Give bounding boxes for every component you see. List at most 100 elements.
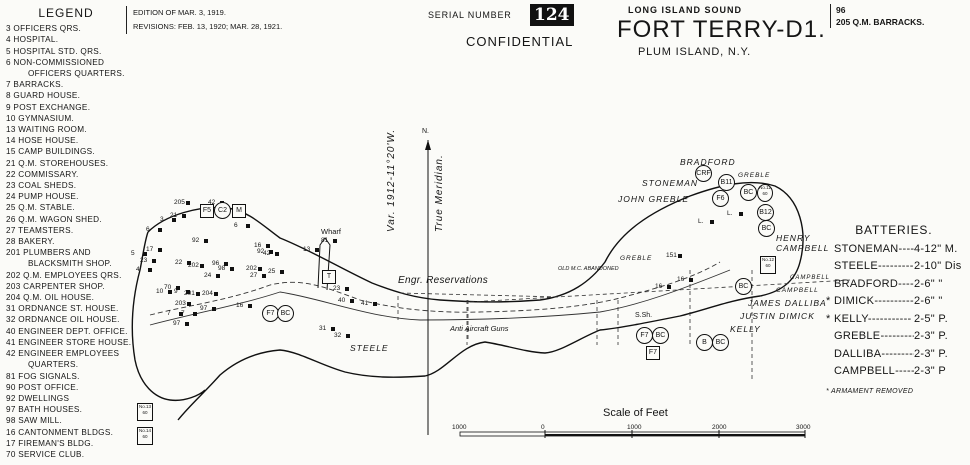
building-marker xyxy=(214,292,218,296)
scale-tick-label: 3000 xyxy=(796,424,811,431)
building-marker xyxy=(158,228,162,232)
building-number: 97 xyxy=(173,320,181,327)
legend-item: 9 POST EXCHANGE. xyxy=(6,102,91,112)
building-marker xyxy=(350,299,354,303)
campbell-label-2: CAMPBELL xyxy=(776,287,819,294)
building-number: 16 xyxy=(677,276,685,283)
scale-tick-label: 2000 xyxy=(712,424,727,431)
battery-row: *DIMICK-----------2-6" " xyxy=(826,293,962,311)
building-number: 97 xyxy=(200,305,208,312)
legend-item: 23 COAL SHEDS. xyxy=(6,181,77,191)
battery-row: STONEMAN-----------4-12" M. xyxy=(826,241,962,259)
building-marker xyxy=(266,244,270,248)
building-number: 23 xyxy=(333,285,341,292)
legend-item: 31 ORDNANCE ST. HOUSE. xyxy=(6,304,119,314)
legend-item: 26 Q.M. WAGON SHED. xyxy=(6,214,102,224)
campbell-label: CAMPBELL xyxy=(790,275,831,281)
building-number: 10 xyxy=(156,288,164,295)
battery-armament: 2-6" " xyxy=(914,295,943,307)
battery-armament: 4-12" M. xyxy=(914,242,958,255)
building-number: 151 xyxy=(666,252,677,259)
building-number: 205 xyxy=(174,199,185,206)
fire-control-symbol: C2 xyxy=(214,202,231,219)
legend: LEGEND 3 OFFICERS QRS.4 HOSPITAL.5 HOSPI… xyxy=(6,6,156,460)
battery-row: GREBLE-----------2-3" P. xyxy=(826,328,962,346)
john-greble-label: JOHN GREBLE xyxy=(618,194,689,204)
fire-control-symbol: BC xyxy=(735,278,752,295)
battery-armament: 2-3" P. xyxy=(914,330,948,342)
legend-item: 3 OFFICERS QRS. xyxy=(6,24,82,34)
building-number: 16 xyxy=(254,242,262,249)
searchlight-shelter-label: S.Sh. xyxy=(635,312,653,319)
legend-item: 81 FOG SIGNALS. xyxy=(6,371,80,381)
building-number: L. xyxy=(727,210,733,217)
scale-tick-label: 1000 xyxy=(627,424,642,431)
legend-item: 92 DWELLINGS xyxy=(6,393,70,403)
building-number: 41 xyxy=(361,300,369,307)
building-number: 40 xyxy=(338,297,346,304)
legend-item: 14 HOSE HOUSE. xyxy=(6,136,79,146)
james-dalliba-label: JAMES DALLIBA xyxy=(748,298,827,308)
battery-name: CAMPBELL----------- xyxy=(834,365,914,377)
fire-control-symbol: BC xyxy=(712,334,729,351)
location: PLUM ISLAND, N.Y. xyxy=(638,46,752,58)
wharf-label: Wharf xyxy=(321,227,342,236)
building-number: 24 xyxy=(204,272,212,279)
north-arrow-icon xyxy=(425,140,431,150)
engr-reservations-label: Engr. Reservations xyxy=(398,275,489,286)
building-marker xyxy=(212,307,216,311)
road-south xyxy=(149,269,731,326)
building-marker xyxy=(176,286,180,290)
building-number: 204 xyxy=(202,290,213,297)
legend-item: 4 HOSPITAL. xyxy=(6,35,59,45)
legend-item: OFFICERS QUARTERS. xyxy=(28,69,125,79)
building-marker xyxy=(246,224,250,228)
battery-armament: 2-3" P. xyxy=(914,347,948,360)
legend-item: 5 HOSPITAL STD. QRS. xyxy=(6,46,102,56)
fire-control-symbol: F5 xyxy=(200,204,214,218)
legend-title: LEGEND xyxy=(38,6,94,20)
battery-armament: 2-10" Dis xyxy=(914,260,962,272)
map-title: FORT TERRY-D1. xyxy=(617,16,826,43)
legend-item: 204 Q.M. OIL HOUSE. xyxy=(6,293,95,303)
building-marker xyxy=(152,259,156,263)
building-marker xyxy=(204,239,208,243)
variation-label: Var. 1912-11°20'W. xyxy=(386,128,397,232)
revisions: REVISIONS: FEB. 13, 1920; MAR. 28, 1921. xyxy=(133,22,283,31)
island-coastline xyxy=(131,181,804,421)
building-number: 31 xyxy=(319,325,327,332)
building-marker xyxy=(193,312,197,316)
battery-armament: 2-6" " xyxy=(914,277,943,290)
legend-item: 41 ENGINEER STORE HOUSE. xyxy=(6,337,132,347)
legend-item: 202 Q.M. EMPLOYEES QRS. xyxy=(6,270,122,280)
building-marker xyxy=(187,302,191,306)
building-marker xyxy=(315,248,319,252)
building-marker xyxy=(185,322,189,326)
batteries-table: BATTERIES. STONEMAN-----------4-12" M.ST… xyxy=(826,222,962,400)
building-number: L. xyxy=(698,218,704,225)
building-number: 70 xyxy=(164,284,172,291)
building-number: 42 xyxy=(263,250,271,257)
legend-item: 27 TEAMSTERS. xyxy=(6,225,74,235)
legend-item: 40 ENGINEER DEPT. OFFICE. xyxy=(6,326,128,336)
fire-control-symbol: No.11 60 xyxy=(757,184,773,202)
legend-item: 21 Q.M. STOREHOUSES. xyxy=(6,158,109,168)
building-number: 27 xyxy=(250,272,258,279)
north-label: N. xyxy=(422,128,429,135)
legend-item: 10 GYMNASIUM. xyxy=(6,113,75,123)
wharf xyxy=(317,237,331,291)
fire-control-symbol: No.12 60 xyxy=(760,256,776,274)
building-marker xyxy=(248,304,252,308)
building-marker xyxy=(186,201,190,205)
greble-label-north: GREBLE xyxy=(738,172,771,179)
legend-item: 6 NON-COMMISSIONED xyxy=(6,57,105,67)
building-number: 25 xyxy=(268,268,276,275)
building-number: 22 xyxy=(175,259,183,266)
building-marker xyxy=(182,214,186,218)
fire-control-symbol: B xyxy=(696,334,713,351)
building-number: 3 xyxy=(160,216,164,223)
building-marker xyxy=(200,264,204,268)
removed-mark: * xyxy=(826,295,831,307)
battery-name: DALLIBA----------- xyxy=(834,347,914,360)
serial-label: SERIAL NUMBER xyxy=(428,10,512,20)
